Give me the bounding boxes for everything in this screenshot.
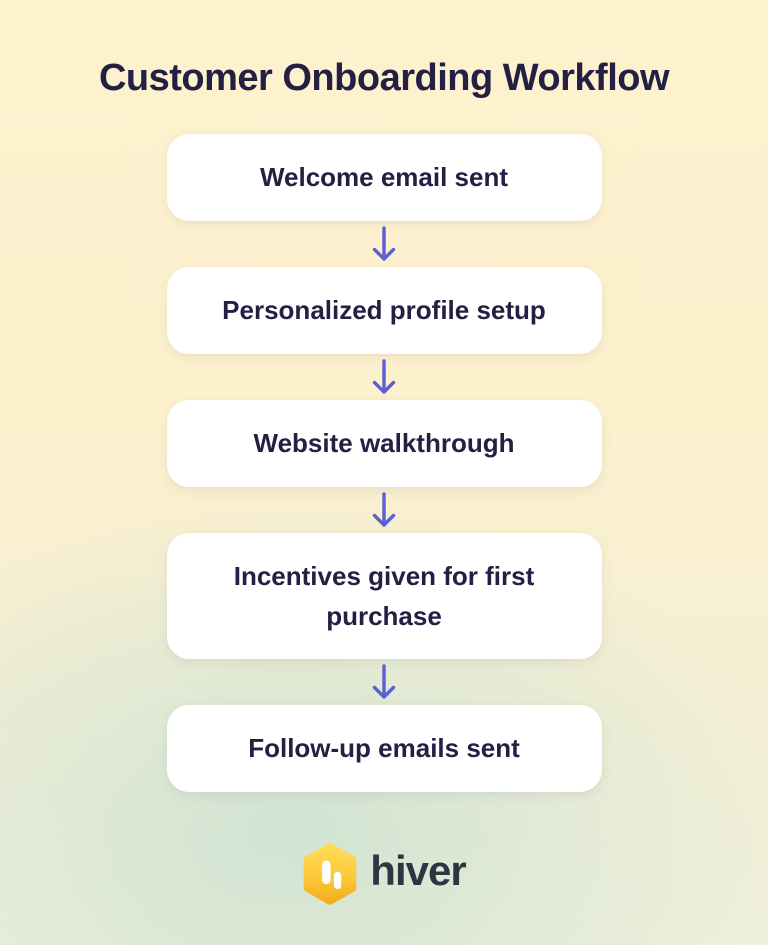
arrow-down-icon [371, 491, 397, 528]
arrow-down-icon [371, 358, 397, 395]
flow-step-incentives: Incentives given for first purchase [166, 532, 602, 659]
arrow-down-icon [371, 663, 397, 700]
brand-name: hiver [370, 846, 466, 894]
flow-step-profile-setup: Personalized profile setup [166, 266, 602, 354]
page-title: Customer Onboarding Workflow [98, 57, 670, 99]
flow-step-website-walkthrough: Website walkthrough [166, 399, 602, 487]
flow-step-label: Incentives given for first purchase [233, 560, 535, 631]
flow-step-label: Personalized profile setup [222, 295, 546, 326]
flow-step-welcome-email: Welcome email sent [166, 133, 602, 221]
flow-step-label: Follow-up emails sent [248, 733, 520, 764]
flow-step-followup-emails: Follow-up emails sent [166, 704, 602, 792]
arrow-down-icon [371, 225, 397, 262]
hiver-logo: hiver [302, 842, 467, 906]
flow-step-label: Website walkthrough [253, 428, 515, 459]
flow-step-label: Welcome email sent [259, 162, 509, 193]
hiver-hexagon-icon [302, 842, 358, 906]
workflow-diagram: Welcome email sent Personalized profile … [166, 133, 602, 792]
